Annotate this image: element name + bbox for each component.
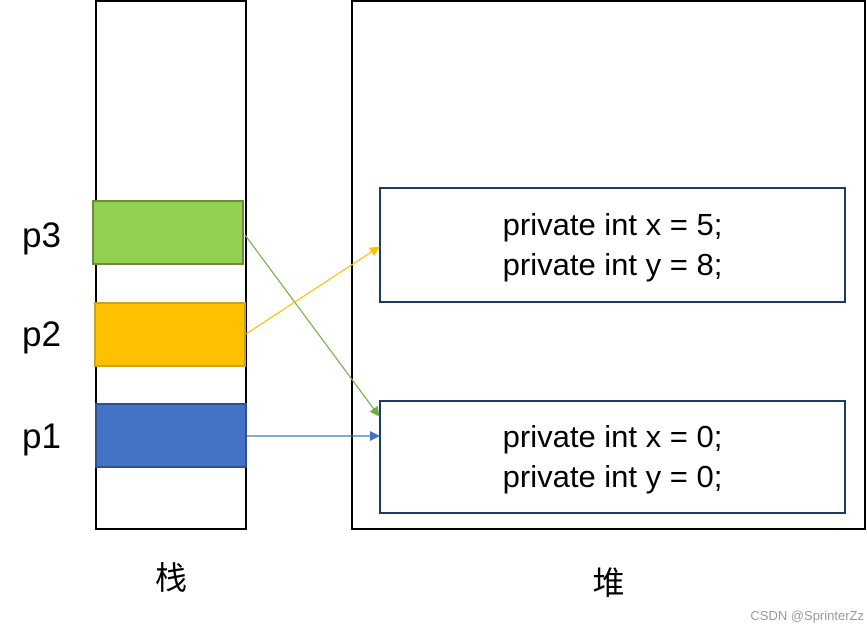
reference-label-p2: p2 <box>22 315 61 354</box>
reference-label-p3: p3 <box>22 216 61 255</box>
stack-cell-p2 <box>94 302 246 367</box>
field-line: private int y = 0; <box>502 459 723 494</box>
reference-label-p1: p1 <box>22 417 61 456</box>
heap-object-2: private int x = 0; private int y = 0; <box>379 400 846 514</box>
stack-cell-p3 <box>92 200 244 265</box>
field-line: private int x = 5; <box>502 207 723 242</box>
heap-label: 堆 <box>592 564 625 602</box>
field-line: private int y = 8; <box>502 247 723 282</box>
field-line: private int x = 0; <box>502 419 723 454</box>
watermark: CSDN @SprinterZz <box>750 608 864 623</box>
stack-cell-p1 <box>95 403 247 468</box>
heap-object-1: private int x = 5; private int y = 8; <box>379 187 846 303</box>
stack-label: 栈 <box>154 559 187 597</box>
